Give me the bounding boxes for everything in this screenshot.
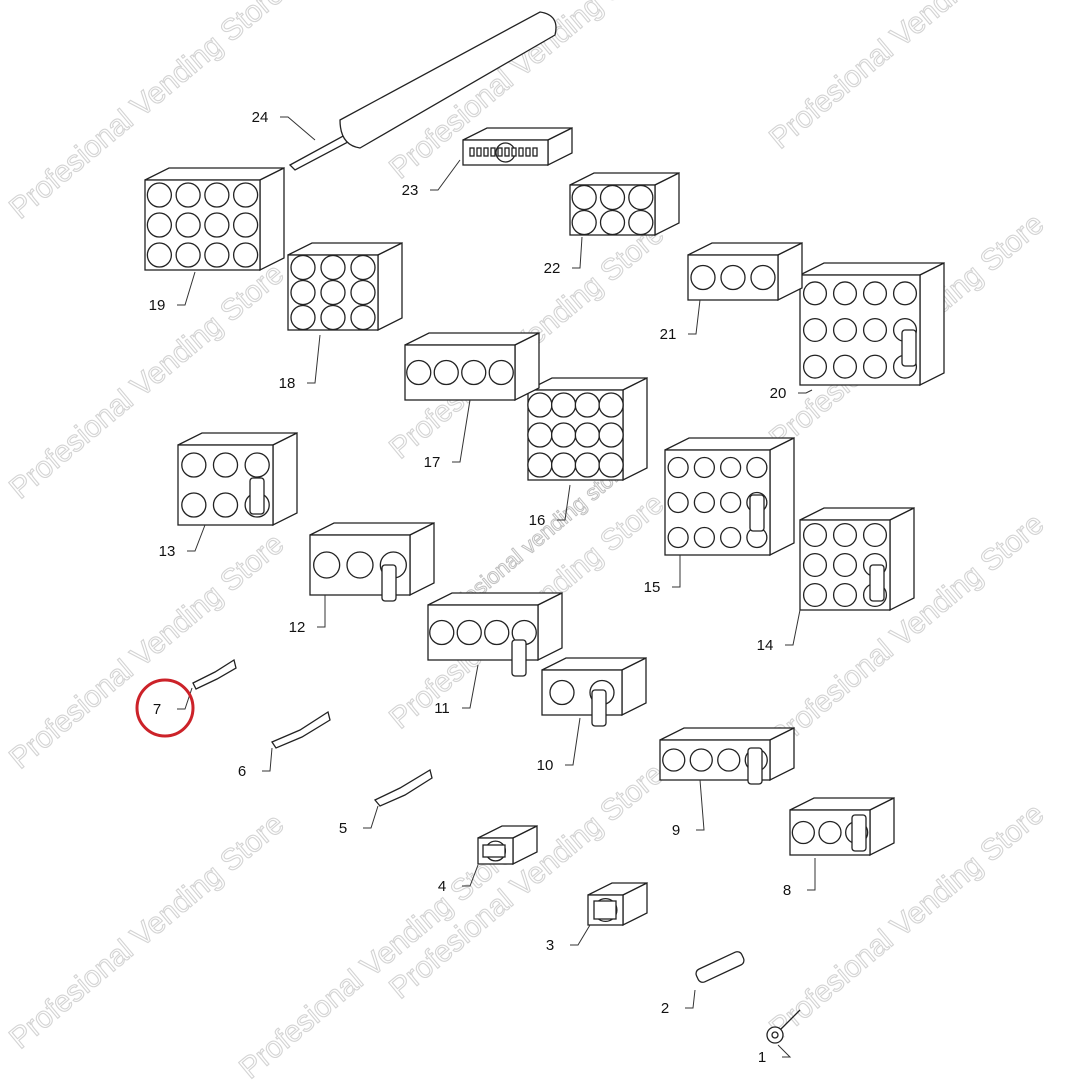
callout-number: 6 (238, 763, 246, 780)
leader-line (688, 299, 701, 335)
callout-7: 7 (135, 678, 195, 738)
part-23 (462, 126, 573, 167)
callout-number: 11 (434, 700, 450, 717)
callout-19: 19 (149, 271, 196, 314)
callout-18: 18 (279, 334, 321, 392)
leader-line (557, 484, 571, 521)
callout-number: 24 (252, 109, 269, 126)
leader-line (798, 389, 813, 394)
part-13 (177, 431, 298, 527)
callout-21: 21 (660, 299, 701, 343)
callout-8: 8 (783, 858, 816, 899)
part-9 (659, 726, 795, 785)
callout-2: 2 (661, 989, 696, 1017)
callout-13: 13 (159, 524, 206, 560)
callout-number: 8 (783, 882, 791, 899)
callout-number: 3 (546, 937, 554, 954)
callout-22: 22 (544, 236, 583, 277)
leader-line (807, 858, 816, 891)
leader-line (317, 595, 326, 628)
leader-line (363, 805, 379, 829)
leader-line (696, 779, 705, 831)
part-22 (569, 171, 680, 237)
part-14 (799, 506, 915, 612)
callout-24: 24 (252, 109, 316, 141)
callout-9: 9 (672, 779, 705, 839)
callout-15: 15 (644, 555, 681, 596)
leader-line (462, 664, 479, 709)
callout-number: 22 (544, 260, 561, 277)
part-4 (477, 824, 538, 866)
part-12 (309, 521, 435, 602)
callout-number: 20 (770, 385, 787, 402)
callout-number: 2 (661, 1000, 669, 1017)
part-20 (799, 261, 945, 387)
leader-line (262, 747, 273, 772)
leader-line (430, 159, 461, 191)
callout-5: 5 (339, 805, 379, 837)
callout-1: 1 (758, 1044, 792, 1066)
part-15 (664, 436, 795, 557)
part-19 (144, 166, 285, 272)
leader-line (452, 399, 471, 463)
leader-line (785, 609, 801, 646)
callout-20: 20 (770, 385, 813, 402)
callout-4: 4 (438, 864, 479, 895)
part-10 (541, 656, 647, 727)
callout-11: 11 (434, 664, 479, 717)
callout-3: 3 (546, 924, 591, 954)
leader-line (685, 989, 696, 1009)
part-24 (288, 11, 557, 171)
callout-number: 7 (153, 701, 161, 718)
part-21 (687, 241, 803, 302)
callout-number: 23 (402, 182, 419, 199)
callout-17: 17 (424, 399, 471, 471)
callout-number: 21 (660, 326, 677, 343)
callout-number: 13 (159, 543, 176, 560)
callout-number: 10 (537, 757, 554, 774)
part-11 (427, 591, 563, 677)
part-6 (271, 710, 331, 749)
part-3 (587, 881, 648, 927)
leader-line (570, 924, 591, 946)
part-16 (527, 376, 648, 482)
leader-line (187, 524, 206, 552)
leader-line (572, 236, 583, 269)
part-17 (404, 331, 540, 402)
leader-line (777, 1044, 792, 1058)
callout-number: 14 (757, 637, 774, 654)
highlight-circle (135, 678, 195, 738)
callout-number: 16 (529, 512, 546, 529)
part-1 (766, 1009, 801, 1044)
callout-14: 14 (757, 609, 801, 654)
callout-number: 12 (289, 619, 306, 636)
callout-number: 15 (644, 579, 661, 596)
callout-number: 5 (339, 820, 347, 837)
callout-number: 4 (438, 878, 446, 895)
callout-12: 12 (289, 595, 326, 636)
callout-number: 9 (672, 822, 680, 839)
part-5 (373, 768, 433, 807)
leader-line (565, 717, 581, 766)
callout-6: 6 (238, 747, 273, 780)
callout-number: 17 (424, 454, 441, 471)
leader-line (280, 116, 316, 141)
callout-number: 18 (279, 375, 296, 392)
callout-number: 1 (758, 1049, 766, 1066)
callout-10: 10 (537, 717, 581, 774)
leader-line (177, 271, 196, 306)
leader-line (672, 555, 681, 588)
callout-number: 19 (149, 297, 166, 314)
part-2 (695, 951, 745, 983)
part-18 (287, 241, 403, 332)
leader-line (307, 334, 321, 384)
callout-23: 23 (402, 159, 461, 199)
part-8 (789, 796, 895, 857)
part-7 (192, 658, 237, 690)
callout-16: 16 (529, 484, 571, 529)
leader-line (462, 864, 479, 887)
